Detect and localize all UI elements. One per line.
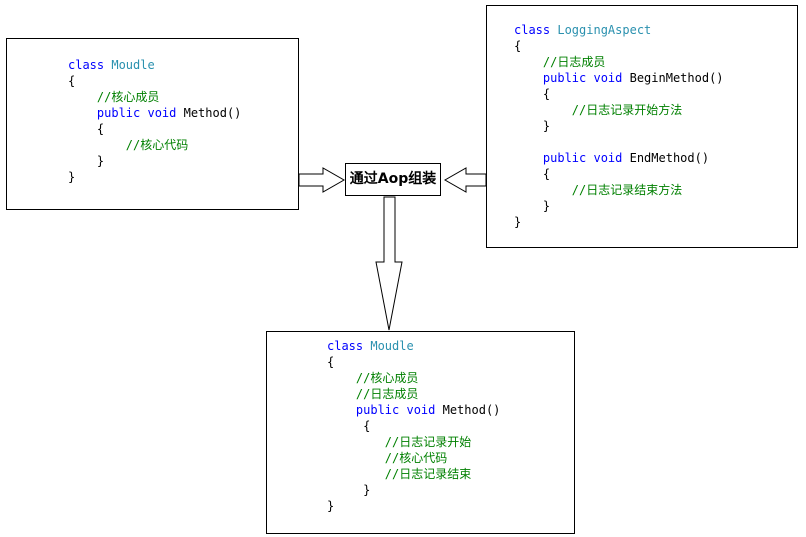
code-line: //核心成员 <box>327 370 500 386</box>
code-token: Moudle <box>370 339 414 353</box>
code-line: } <box>68 169 241 185</box>
code-line: //日志记录开始方法 <box>514 102 724 118</box>
code-line: //日志成员 <box>327 386 500 402</box>
arrow-left-icon <box>443 167 487 193</box>
code-line: { <box>514 86 724 102</box>
code-token: Method() <box>183 106 242 120</box>
code-line: public void Method() <box>327 402 501 418</box>
code-token: //日志记录结束 <box>327 467 472 481</box>
arrow-right-icon <box>298 167 346 193</box>
code-token: } <box>68 170 76 184</box>
module-code: class Moudle{ //核心成员 public void Method(… <box>68 57 241 185</box>
code-line: class LoggingAspect <box>514 22 724 38</box>
code-line: } <box>327 482 500 498</box>
arrow-down-icon <box>375 196 403 331</box>
code-token: { <box>514 87 551 101</box>
code-token: } <box>68 154 105 168</box>
code-token: //核心代码 <box>327 451 448 465</box>
code-token: public void <box>327 403 443 417</box>
code-line: { <box>327 354 500 370</box>
code-line: { <box>514 38 724 54</box>
code-token: } <box>327 483 371 497</box>
code-token: //日志记录结束方法 <box>514 183 683 197</box>
code-token: { <box>514 167 551 181</box>
code-token: //日志成员 <box>514 55 606 69</box>
code-line: } <box>514 198 724 214</box>
code-line: public void EndMethod() <box>514 150 724 166</box>
code-line: } <box>327 498 500 514</box>
code-line: class Moudle <box>327 338 500 354</box>
result-code-box <box>266 331 575 534</box>
code-line: { <box>514 166 724 182</box>
code-line: //核心成员 <box>68 89 241 105</box>
logging-aspect-code-box <box>486 5 798 248</box>
code-token: //核心成员 <box>68 90 160 104</box>
code-token: class <box>327 339 371 353</box>
code-token: { <box>327 355 335 369</box>
code-token: } <box>514 215 522 229</box>
code-line: public void BeginMethod() <box>514 70 724 86</box>
result-code: class Moudle{ //核心成员 //日志成员 public void … <box>327 338 500 514</box>
code-token: { <box>68 74 76 88</box>
code-token: //核心成员 <box>327 371 419 385</box>
code-line: public void Method() <box>68 105 242 121</box>
code-token: Method() <box>442 403 501 417</box>
code-token: //核心代码 <box>68 138 189 152</box>
code-line: //日志记录开始 <box>327 434 500 450</box>
code-token: public void <box>514 71 630 85</box>
code-line: //日志记录结束方法 <box>514 182 724 198</box>
code-token: { <box>514 39 522 53</box>
code-token: } <box>514 199 551 213</box>
code-token: //日志记录开始 <box>327 435 472 449</box>
code-token: Moudle <box>111 58 155 72</box>
code-token: LoggingAspect <box>557 23 652 37</box>
code-line: { <box>68 121 241 137</box>
code-token: } <box>327 499 335 513</box>
code-token: { <box>327 419 371 433</box>
code-line: //核心代码 <box>68 137 241 153</box>
code-token: BeginMethod() <box>629 71 724 85</box>
aop-assemble-label: 通过Aop组装 <box>345 163 441 196</box>
code-line: } <box>514 118 724 134</box>
logging-aspect-code: class LoggingAspect{ //日志成员 public void … <box>514 22 724 230</box>
code-token: } <box>514 119 551 133</box>
code-line: //日志记录结束 <box>327 466 500 482</box>
code-token: EndMethod() <box>629 151 710 165</box>
code-token: public void <box>68 106 184 120</box>
code-line: //核心代码 <box>327 450 500 466</box>
code-token: public void <box>514 151 630 165</box>
code-line: { <box>327 418 500 434</box>
code-token: class <box>514 23 558 37</box>
code-token: //日志记录开始方法 <box>514 103 683 117</box>
code-token: { <box>68 122 105 136</box>
code-line: class Moudle <box>68 57 241 73</box>
code-line: //日志成员 <box>514 54 724 70</box>
module-code-box <box>6 38 299 210</box>
code-token: //日志成员 <box>327 387 419 401</box>
code-line: } <box>68 153 241 169</box>
code-line: { <box>68 73 241 89</box>
code-token: class <box>68 58 112 72</box>
code-line: } <box>514 214 724 230</box>
